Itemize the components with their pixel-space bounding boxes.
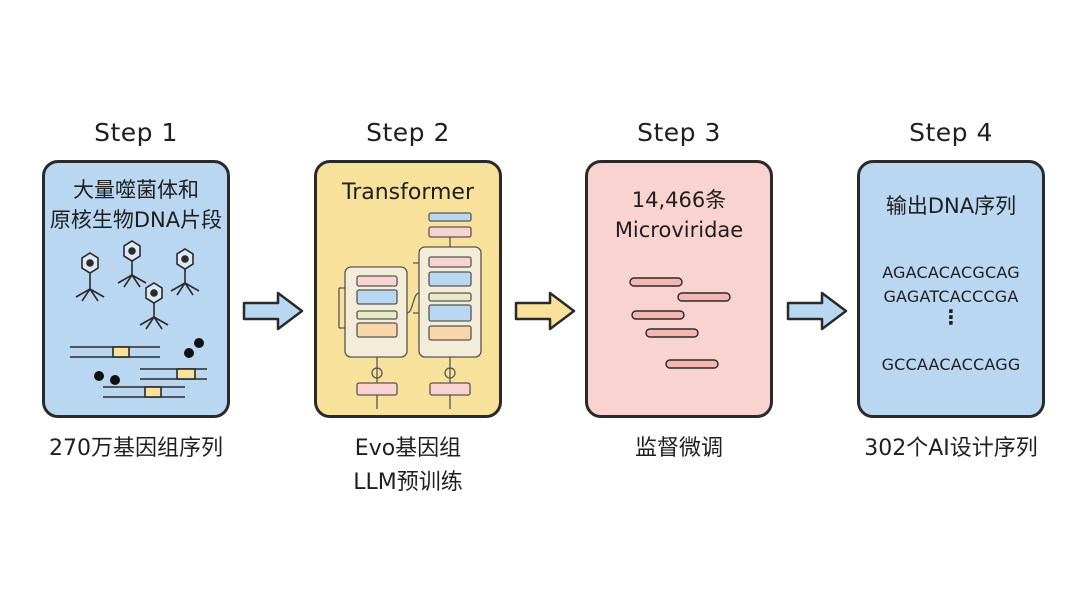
step-2-title: Step 2 (366, 118, 450, 147)
step-2-caption-line-2: LLM预训练 (353, 470, 463, 495)
transformer-architecture-icon (338, 212, 482, 409)
bacteriophage-icon (75, 240, 200, 330)
sequence-1: AGACACACGCAG (882, 263, 1020, 282)
arrow-right-icon (242, 291, 304, 331)
step-3-panel-line-2: Microviridae (614, 218, 744, 242)
arrow-right-icon (786, 291, 848, 331)
step-1-caption: 270万基因组序列 (11, 432, 261, 466)
step-1-panel-line-2: 原核生物DNA片段 (49, 208, 223, 232)
step-2-panel: Transformer (314, 160, 502, 418)
arrow-right-icon (514, 291, 576, 331)
sequence-2: GAGATCACCCGA (883, 287, 1019, 306)
step-4-caption: 302个AI设计序列 (826, 432, 1076, 466)
dna-fragment-icon (70, 346, 207, 398)
step-3-panel: 14,466条 Microviridae (585, 160, 773, 418)
step-3-caption-line-1: 监督微调 (634, 436, 723, 461)
step-4-caption-line-1: 302个AI设计序列 (864, 436, 1038, 461)
step-1-panel-line-1: 大量噬菌体和 (73, 178, 199, 202)
phage-and-dna-illustration (70, 240, 207, 398)
sequence-3: GCCAACACCAGG (881, 355, 1021, 374)
step-1-title: Step 1 (94, 118, 178, 147)
step-1-caption-line-1: 270万基因组序列 (49, 436, 223, 461)
step-1-panel-text: 大量噬菌体和 原核生物DNA片段 (45, 175, 227, 235)
step-2-caption-line-1: Evo基因组 (354, 436, 462, 461)
molecule-dots (94, 338, 204, 385)
step-4-panel: 输出DNA序列 AGACACACGCAG GAGATCACCCGA ⋮ GCCA… (857, 160, 1045, 418)
sequence-bars-icon (629, 277, 731, 369)
step-1-panel: 大量噬菌体和 原核生物DNA片段 (42, 160, 230, 418)
sequence-ellipsis: ⋮ (941, 305, 961, 329)
step-3-caption: 监督微调 (554, 432, 804, 466)
step-4-panel-title: 输出DNA序列 (885, 194, 1017, 218)
step-4-title: Step 4 (909, 118, 993, 147)
step-2-caption: Evo基因组 LLM预训练 (283, 432, 533, 500)
step-3-title: Step 3 (637, 118, 721, 147)
step-3-panel-text: 14,466条 Microviridae (588, 185, 770, 245)
step-3-panel-line-1: 14,466条 (631, 188, 727, 212)
step-2-panel-title: Transformer (341, 180, 474, 205)
